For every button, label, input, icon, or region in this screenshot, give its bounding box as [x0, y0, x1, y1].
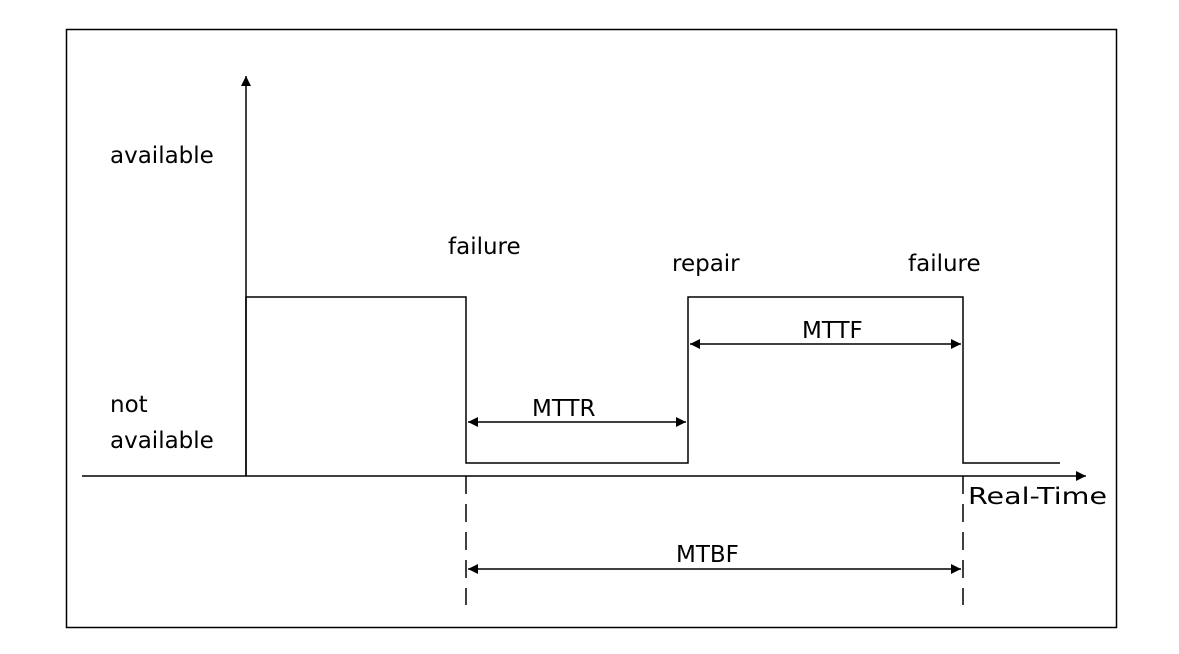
- available-label: available: [110, 143, 214, 169]
- state-waveform: [245, 296, 1060, 476]
- not-available-label-line2: available: [110, 428, 214, 454]
- repair-label: repair: [672, 251, 740, 277]
- not-available-label-line1: not: [110, 392, 148, 418]
- real-time-axis-label: Real-Time: [968, 484, 1107, 510]
- mtbf-label: MTBF: [676, 542, 739, 568]
- diagram-frame: [65, 28, 1118, 629]
- failure-label-second: failure: [908, 251, 981, 277]
- mttr-label: MTTR: [532, 396, 596, 422]
- mttf-label: MTTF: [802, 318, 863, 344]
- failure-label-first: failure: [448, 234, 521, 260]
